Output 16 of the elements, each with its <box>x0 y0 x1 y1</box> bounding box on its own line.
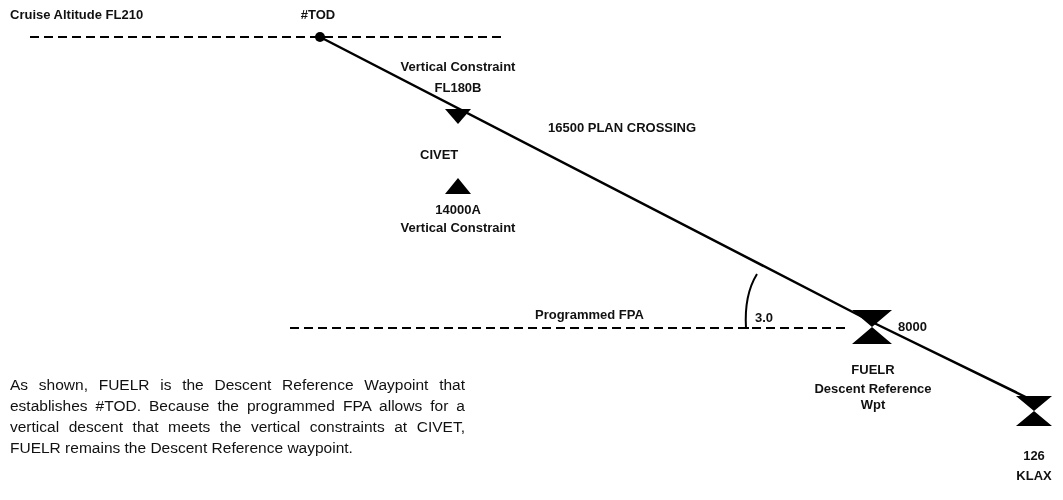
constraint-label: Vertical Constraint <box>400 59 516 75</box>
caption-paragraph: As shown, FUELR is the Descent Reference Waypoint that establishes #TOD. Because the programmed FPA allows for a vertical descent that meets the vertical constraints at CIVET, FUELR remains the Descent Reference waypoint. <box>10 375 465 458</box>
crossing-label: 16500 PLAN CROSSING <box>548 120 697 136</box>
distance-label: 126 <box>1023 448 1045 464</box>
altitude-label: 14000A <box>435 202 481 218</box>
fpa-label: Programmed FPA <box>535 307 644 323</box>
waypoint-label: CIVET <box>420 147 459 163</box>
altitude-label: FL180B <box>434 80 482 96</box>
constraint-label: Vertical Constraint <box>400 220 516 236</box>
waypoint-label: FUELR <box>851 362 895 378</box>
angle-value: 3.0 <box>755 310 774 326</box>
altitude-label: 8000 <box>898 319 927 335</box>
altitude-label: Cruise Altitude FL210 <box>10 7 144 23</box>
waypoint-description: Descent Reference Wpt <box>813 381 933 413</box>
point-label: #TOD <box>300 7 336 23</box>
waypoint-label: KLAX <box>1016 468 1052 484</box>
